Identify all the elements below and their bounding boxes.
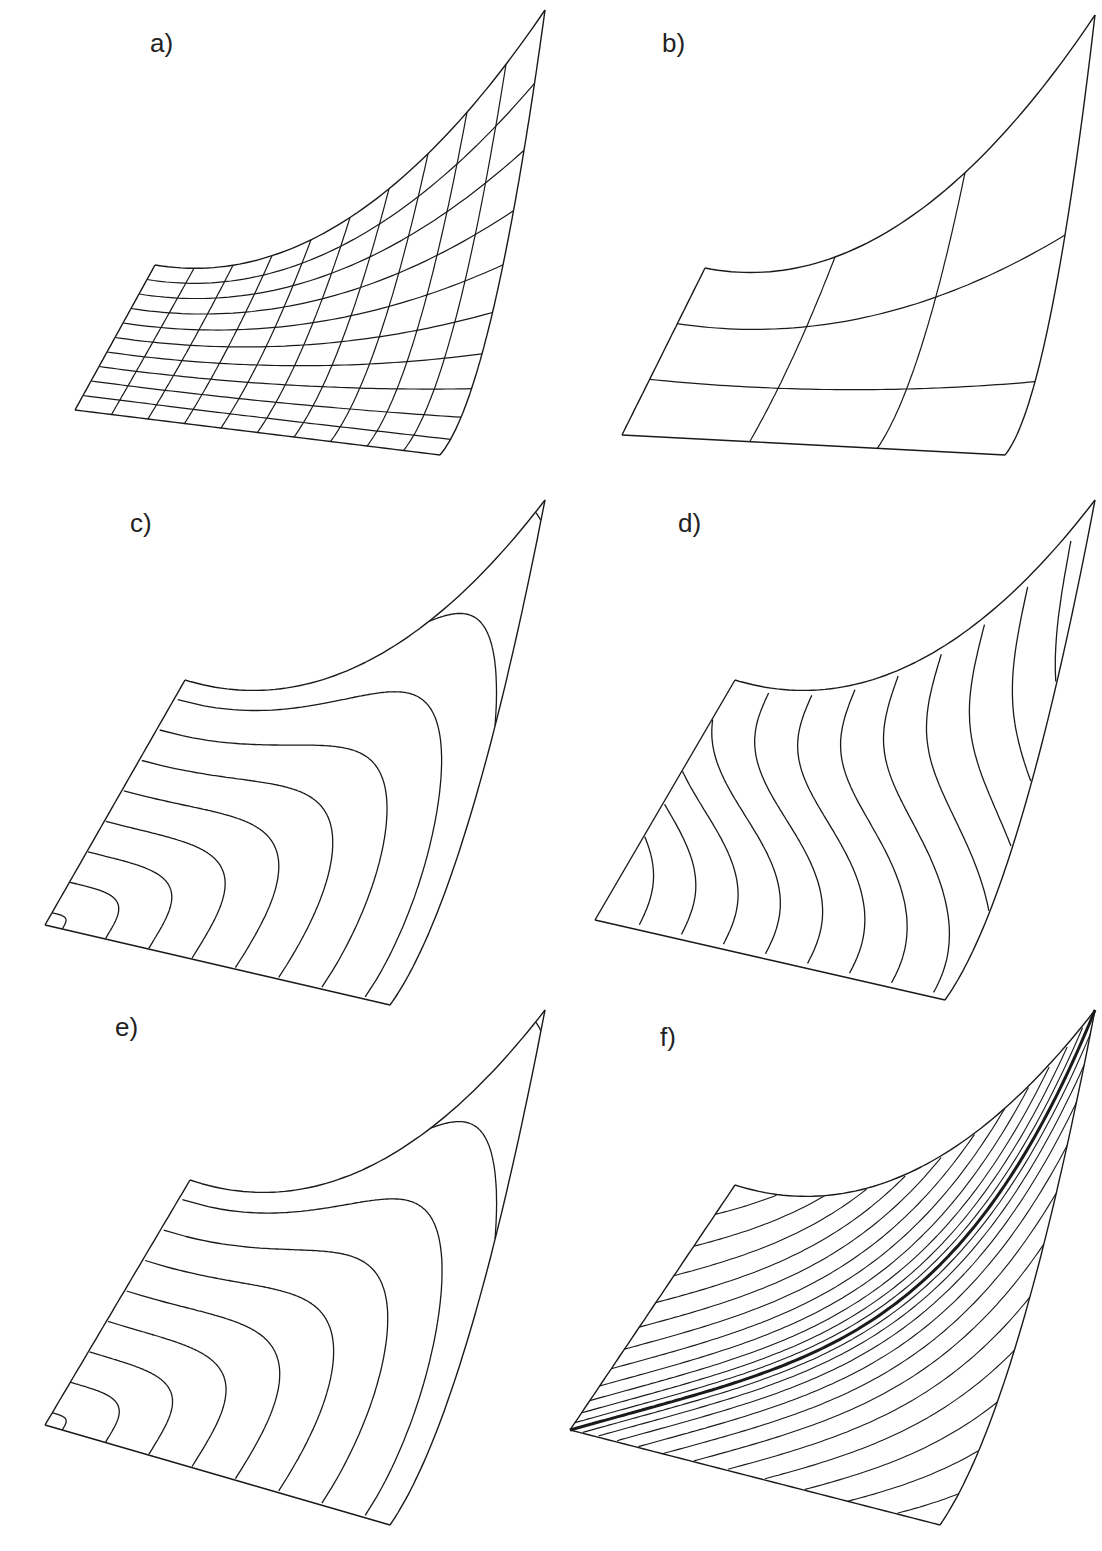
surface-edge	[155, 10, 545, 268]
contour-line	[108, 1321, 226, 1466]
contour-line	[1012, 587, 1030, 781]
contour-line	[536, 1022, 541, 1030]
contour-line	[694, 1196, 825, 1247]
panel-label: c)	[130, 508, 152, 539]
contour-line	[124, 791, 279, 968]
surface-edge	[1005, 15, 1095, 455]
mesh-line	[107, 352, 482, 366]
mesh-line	[650, 379, 1035, 389]
contour-line	[841, 690, 908, 983]
contour-line	[599, 1065, 1085, 1436]
contour-line	[164, 1230, 388, 1503]
surface-edge	[185, 500, 545, 690]
contour-line	[665, 804, 696, 934]
panel-label: d)	[678, 508, 701, 539]
surface-edge	[390, 1010, 545, 1525]
surface-edge	[190, 1010, 545, 1192]
contour-line	[663, 1193, 1057, 1454]
contour-line	[71, 1382, 119, 1442]
contour-line	[683, 771, 739, 944]
contour-line	[765, 1350, 1014, 1479]
mesh-line	[221, 240, 311, 428]
mesh-line	[294, 189, 389, 437]
mesh-line	[91, 381, 461, 417]
contour-line	[805, 1402, 998, 1489]
mesh-line	[258, 218, 351, 433]
contour-line	[145, 1261, 334, 1491]
contour-line	[70, 882, 119, 938]
contour-line	[431, 1122, 497, 1239]
contour-line	[52, 913, 66, 929]
contour-line	[160, 730, 387, 987]
contour-line	[694, 1244, 1044, 1461]
mesh-line	[404, 64, 507, 450]
contour-line	[798, 695, 865, 973]
panel-label: a)	[150, 28, 173, 59]
contour-line	[755, 693, 823, 963]
contour-line	[927, 654, 989, 911]
contour-line	[127, 1291, 280, 1479]
surface-edge	[595, 920, 945, 1000]
mesh-line	[331, 154, 429, 442]
surface-edge	[735, 500, 1095, 690]
contour-line	[848, 1451, 979, 1502]
contour-line	[674, 1189, 867, 1276]
contour-line	[969, 625, 1011, 846]
contour-line	[52, 1413, 66, 1430]
contour-line	[617, 1102, 1076, 1440]
surface-edge	[940, 1010, 1095, 1525]
contour-line	[429, 614, 496, 726]
mesh-line	[677, 235, 1065, 329]
surface-edge	[45, 680, 185, 925]
panel-label: f)	[660, 1022, 676, 1053]
surface-edge	[705, 15, 1095, 273]
contour-line	[90, 1352, 173, 1454]
surface-edge	[390, 500, 545, 1005]
mesh-line	[750, 257, 835, 442]
contour-line	[583, 1034, 1090, 1433]
mesh-line	[147, 83, 535, 283]
contour-line	[884, 676, 950, 992]
contour-line	[536, 513, 541, 521]
mesh-line	[367, 112, 467, 446]
contour-line	[575, 1028, 1083, 1423]
contour-line	[897, 1494, 958, 1513]
mesh-line	[115, 313, 493, 347]
contour-line	[625, 1134, 975, 1349]
surface-edge	[440, 10, 545, 455]
contour-line	[712, 720, 781, 954]
surface-edge	[45, 925, 390, 1005]
surface-edge	[622, 435, 1005, 455]
ridge-line	[570, 1010, 1095, 1430]
mesh-line	[877, 173, 965, 449]
surface-edge	[622, 268, 705, 435]
mesh-line	[123, 265, 503, 330]
contour-line	[656, 1176, 905, 1303]
panel-label: b)	[662, 28, 685, 59]
surface-edge	[945, 500, 1095, 1000]
contour-line	[582, 1047, 1068, 1413]
panel-label: e)	[115, 1012, 138, 1043]
contour-line	[142, 761, 333, 978]
contour-line	[1055, 541, 1071, 682]
contour-line	[106, 821, 225, 958]
surface-edge	[595, 680, 735, 920]
contour-line	[728, 1297, 1030, 1469]
contour-line	[182, 1199, 442, 1515]
contour-line	[88, 852, 172, 949]
contour-line	[639, 837, 653, 925]
mesh-line	[148, 265, 233, 419]
contour-line	[715, 1195, 776, 1214]
contour-line	[178, 692, 442, 997]
